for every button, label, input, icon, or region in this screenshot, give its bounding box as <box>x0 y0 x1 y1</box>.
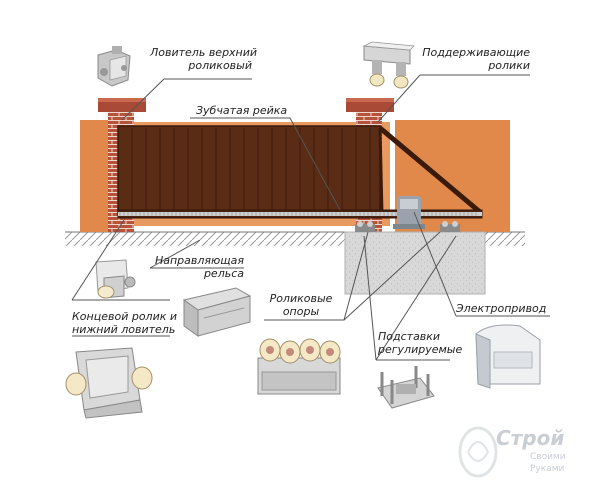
label-upper-catcher: Ловитель верхний роликовый <box>150 46 258 72</box>
label-upper-catcher-line2: роликовый <box>188 59 252 72</box>
guide-rail-part <box>182 287 252 337</box>
label-support-rollers-line1: Поддерживающие <box>422 46 530 59</box>
watermark-line3: Руками <box>530 464 565 474</box>
label-gear-rack: Зубчатая рейка <box>196 104 288 117</box>
label-end-roller-line1: Концевой ролик и <box>72 310 178 323</box>
label-guide-rail: Направляющая рельса <box>150 254 244 280</box>
motor-small <box>393 196 425 229</box>
label-upper-catcher-line1: Ловитель верхний <box>150 46 258 59</box>
label-adjustable-stands-line2: регулируемые <box>378 343 463 356</box>
leader-lines <box>71 74 550 361</box>
label-electric-drive: Электропривод <box>456 302 547 315</box>
label-guide-rail-line2: рельса <box>203 267 244 280</box>
watermark-line2: Своими <box>530 452 566 462</box>
label-guide-rail-line1: Направляющая <box>154 254 244 267</box>
end-roller-part <box>95 259 136 299</box>
label-roller-supports-line1: Роликовые <box>269 292 333 305</box>
adjustable-stands-part <box>377 366 435 409</box>
gate-leaf <box>117 125 483 219</box>
label-support-rollers: Поддерживающие ролики <box>420 46 530 72</box>
support-roller-hub <box>306 346 314 354</box>
support-rollers-part <box>362 41 415 89</box>
roller-supports-small <box>355 221 460 232</box>
label-end-roller-line2: нижний ловитель <box>72 323 176 336</box>
label-adjustable-stands-line1: Подставки <box>378 330 441 343</box>
foundation <box>344 231 486 295</box>
lower-catcher-part <box>65 347 153 419</box>
label-roller-supports-line2: опоры <box>282 305 320 318</box>
support-roller-hub <box>326 348 334 356</box>
support-roller-hub <box>286 348 294 356</box>
watermark-title: Строй <box>496 426 565 450</box>
label-end-roller: Концевой ролик и нижний ловитель <box>72 310 177 336</box>
support-roller-hub <box>266 346 274 354</box>
label-adjustable-stands: Подставки регулируемые <box>378 330 462 356</box>
upper-catcher-part <box>97 46 131 87</box>
watermark-logo <box>458 426 498 478</box>
electric-drive-part <box>475 324 541 389</box>
label-roller-supports: Роликовые опоры <box>262 292 340 318</box>
roller-supports-part <box>257 338 341 395</box>
label-support-rollers-line2: ролики <box>488 59 530 72</box>
